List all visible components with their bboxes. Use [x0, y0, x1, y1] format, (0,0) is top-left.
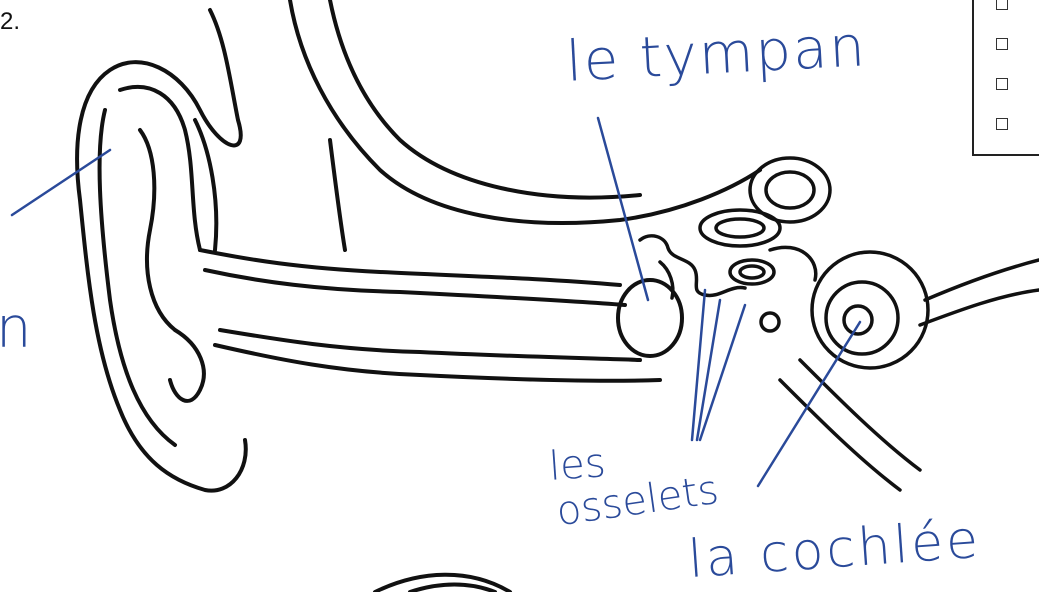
checkbox[interactable]: [996, 0, 1008, 10]
checkbox-panel: [972, 0, 1039, 156]
label-partial-left: n: [0, 296, 32, 361]
pinna-outline: [77, 10, 246, 491]
checkbox[interactable]: [996, 78, 1008, 90]
question-number: 2.: [0, 8, 20, 36]
auditory-nerve: [780, 260, 1039, 490]
checkbox[interactable]: [996, 38, 1008, 50]
cochlea-shape: [761, 252, 928, 368]
lower-arc-2: [410, 585, 495, 593]
checkbox[interactable]: [996, 118, 1008, 130]
pen-leader-lines: [12, 118, 860, 486]
ear-canal: [200, 250, 660, 381]
